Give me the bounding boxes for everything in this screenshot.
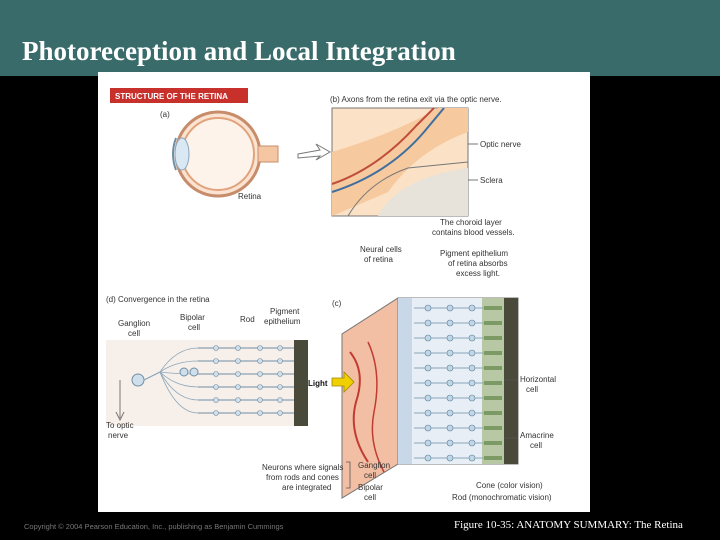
cone-label: Cone (color vision) xyxy=(476,481,543,490)
retina-figure: STRUCTURE OF THE RETINA (a) Retina (b) A… xyxy=(98,72,590,512)
convergence-drawing xyxy=(106,340,308,426)
bipolar-cell-label-c-1: Bipolar xyxy=(358,483,383,492)
bipolar-cell-label-c-2: cell xyxy=(364,493,376,502)
figure-banner-text: STRUCTURE OF THE RETINA xyxy=(115,92,228,101)
retina-label: Retina xyxy=(238,192,262,201)
neurons-label-3: are integrated xyxy=(282,483,331,492)
slide-title: Photoreception and Local Integration xyxy=(22,36,456,66)
choroid-label-2: contains blood vessels. xyxy=(432,228,515,237)
optic-nerve-drawing xyxy=(331,107,469,217)
ganglion-cell-label-d-1: Ganglion xyxy=(118,319,150,328)
pigment-epithelium-label-3: excess light. xyxy=(456,269,500,278)
ganglion-cell-label-c-2: cell xyxy=(364,471,376,480)
pigment-epithelium-label-1: Pigment epithelium xyxy=(440,249,508,258)
ganglion-cell-label-c-1: Ganglion xyxy=(358,461,390,470)
copyright-text: Copyright © 2004 Pearson Education, Inc.… xyxy=(24,522,284,531)
optic-nerve-label-d-1: To optic xyxy=(106,421,134,430)
magnify-arrow-icon xyxy=(297,143,332,161)
neural-cells-label-2: of retina xyxy=(364,255,393,264)
horizontal-cell-label-1: Horizontal xyxy=(520,375,556,384)
amacrine-cell-label-1: Amacrine xyxy=(520,431,554,440)
sclera-label: Sclera xyxy=(480,176,503,185)
choroid-label-1: The choroid layer xyxy=(440,218,502,227)
title-bar xyxy=(0,0,720,76)
panel-b-title: (b) Axons from the retina exit via the o… xyxy=(330,95,502,104)
neurons-label-1: Neurons where signals xyxy=(262,463,343,472)
figure-banner xyxy=(110,88,248,103)
optic-nerve-label-d-2: nerve xyxy=(108,431,129,440)
bipolar-cell-label-d-1: Bipolar xyxy=(180,313,205,322)
bipolar-cell-label-d-2: cell xyxy=(188,323,200,332)
panel-a-tag: (a) xyxy=(160,110,170,119)
neural-cells-label-1: Neural cells xyxy=(360,245,402,254)
panel-c-tag: (c) xyxy=(332,299,342,308)
rod-label-d: Rod xyxy=(240,315,255,324)
light-arrow-icon xyxy=(331,371,355,393)
pigment-label-d-1: Pigment xyxy=(270,307,300,316)
pigment-epithelium-label-2: of retina absorbs xyxy=(448,259,508,268)
retina-illustration: STRUCTURE OF THE RETINA (a) Retina (b) A… xyxy=(106,88,556,502)
eyeball-drawing xyxy=(172,110,279,198)
horizontal-cell-label-2: cell xyxy=(526,385,538,394)
neurons-label-2: from rods and cones xyxy=(266,473,339,482)
ganglion-cell-label-d-2: cell xyxy=(128,329,140,338)
panel-d-title: (d) Convergence in the retina xyxy=(106,295,210,304)
amacrine-cell-label-2: cell xyxy=(530,441,542,450)
light-label: Light xyxy=(308,379,328,388)
figure-caption: Figure 10-35: ANATOMY SUMMARY: The Retin… xyxy=(454,519,683,531)
rod-label-c: Rod (monochromatic vision) xyxy=(452,493,552,502)
optic-nerve-label: Optic nerve xyxy=(480,140,521,149)
retina-cell-layers xyxy=(414,304,502,462)
pigment-label-d-2: epithelium xyxy=(264,317,301,326)
